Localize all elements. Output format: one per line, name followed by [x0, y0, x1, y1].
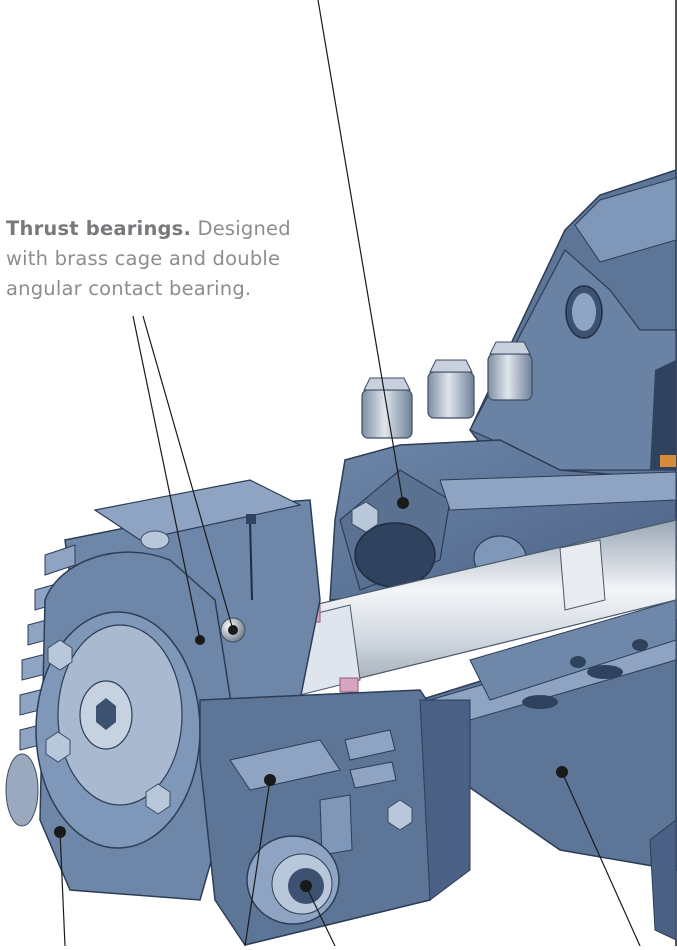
dot-casing [556, 766, 568, 778]
coupling-housing [329, 439, 677, 601]
bearing-frame [469, 168, 677, 521]
end-cover [5, 551, 241, 901]
pump-body [199, 689, 471, 946]
leader-lines [59, 0, 641, 947]
leader-top [317, 0, 404, 504]
top-bolts [361, 341, 533, 439]
leader-dots [54, 497, 568, 892]
leader-body-rib [244, 779, 271, 947]
leader-end-cover [59, 831, 66, 947]
dot-ball-1 [195, 635, 205, 645]
leader-thrust-2 [142, 315, 234, 631]
dot-body-rib [264, 774, 276, 786]
leader-port [305, 885, 336, 947]
dot-bearing-frame [397, 497, 409, 509]
dot-port [300, 880, 312, 892]
callout-body: Designed with brass cage and double angu… [6, 217, 291, 300]
lower-casing [419, 599, 677, 941]
leader-casing [561, 771, 641, 947]
dot-ball-2 [228, 625, 238, 635]
thrust-bearings-callout: Thrust bearings. Designed with brass cag… [6, 214, 316, 304]
dot-end-cover [54, 826, 66, 838]
leader-thrust-1 [132, 315, 201, 641]
callout-title: Thrust bearings. [6, 217, 192, 240]
